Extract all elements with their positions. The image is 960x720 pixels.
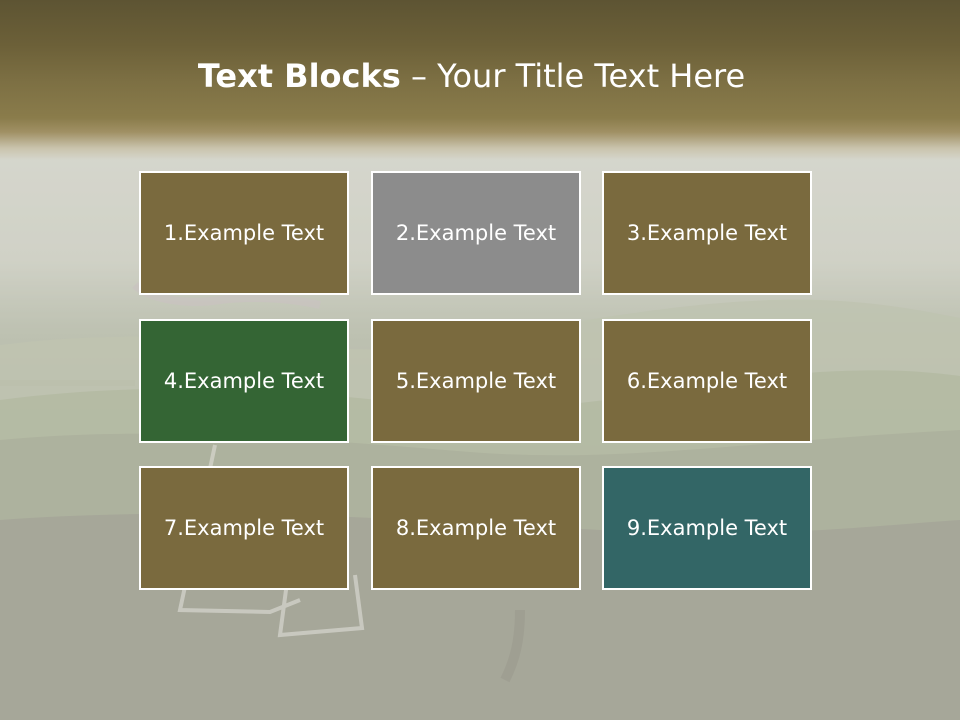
- title-separator: –: [400, 57, 438, 95]
- header-band: [0, 0, 960, 160]
- text-block-8[interactable]: 8.Example Text: [371, 466, 581, 590]
- text-block-9[interactable]: 9.Example Text: [602, 466, 812, 590]
- text-block-2[interactable]: 2.Example Text: [371, 171, 581, 295]
- slide-title: Text Blocks – Your Title Text Here: [0, 52, 943, 100]
- text-block-5[interactable]: 5.Example Text: [371, 319, 581, 443]
- text-block-1[interactable]: 1.Example Text: [139, 171, 349, 295]
- text-block-4[interactable]: 4.Example Text: [139, 319, 349, 443]
- text-block-6[interactable]: 6.Example Text: [602, 319, 812, 443]
- text-block-7[interactable]: 7.Example Text: [139, 466, 349, 590]
- text-block-3[interactable]: 3.Example Text: [602, 171, 812, 295]
- title-bold: Text Blocks: [197, 57, 401, 95]
- title-rest: Your Title Text Here: [437, 57, 746, 95]
